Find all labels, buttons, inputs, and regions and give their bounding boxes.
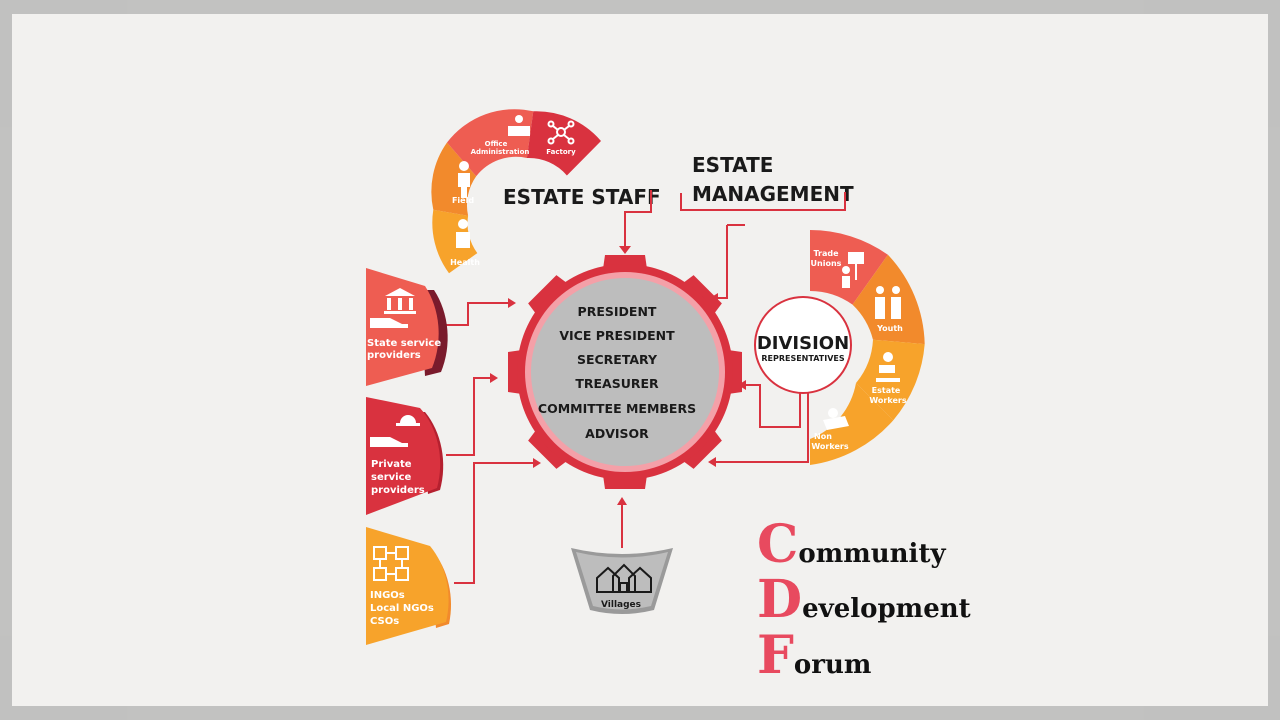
provider-private-line-2: service xyxy=(371,472,412,483)
provider-ngo: INGOs Local NGOs CSOs xyxy=(366,527,452,645)
division-label-non-2: Workers xyxy=(811,442,848,451)
provider-state: State service providers xyxy=(366,268,448,386)
office-desk-icon xyxy=(508,115,530,136)
youth-icon xyxy=(875,286,901,319)
division-circle: DIVISION REPRESENTATIVES xyxy=(754,296,852,394)
division-label-trade-2: Unions xyxy=(811,259,842,268)
government-building-icon xyxy=(370,288,416,328)
villages-label: Villages xyxy=(601,600,641,610)
division-title: DIVISION xyxy=(757,333,849,354)
protest-sign-icon xyxy=(842,252,864,288)
provider-state-line-1: State service xyxy=(367,338,441,349)
nurse-icon xyxy=(456,219,470,248)
role-vice-president: VICE PRESIDENT xyxy=(559,328,675,343)
cdf-title: Community Development Forum xyxy=(757,514,971,686)
cdf-word-forum: Forum xyxy=(757,625,871,686)
role-treasurer: TREASURER xyxy=(575,376,659,391)
worker-icon xyxy=(458,161,470,198)
provider-ngo-line-1: INGOs xyxy=(370,590,405,601)
network-icon xyxy=(547,120,575,145)
estate-staff-label-office-2: Administration xyxy=(471,148,530,156)
cdf-word-community: Community xyxy=(757,514,946,575)
division-label-trade-1: Trade xyxy=(813,249,839,258)
division-label-youth: Youth xyxy=(876,324,903,333)
estate-staff-heading: ESTATE STAFF xyxy=(503,185,661,209)
estate-staff-label-office-1: Office xyxy=(485,140,508,148)
role-committee-members: COMMITTEE MEMBERS xyxy=(538,401,696,416)
estate-management-heading-1: ESTATE xyxy=(692,153,773,177)
construction-icon xyxy=(876,352,900,382)
division-subtitle: REPRESENTATIVES xyxy=(761,354,845,363)
estate-staff-label-field: Field xyxy=(452,196,474,205)
division-arc: Trade Unions Youth Estate Workers Non Wo… xyxy=(810,229,925,465)
division-label-estate-1: Estate xyxy=(872,386,901,395)
committee-gear xyxy=(508,255,742,489)
division-label-estate-2: Workers xyxy=(869,396,906,405)
role-secretary: SECRETARY xyxy=(577,352,658,367)
division-label-non-1: Non xyxy=(814,432,832,441)
gear-center xyxy=(531,278,719,466)
cdf-rest-community: ommunity xyxy=(798,539,946,569)
provider-private-line-1: Private xyxy=(371,459,412,470)
resting-person-icon xyxy=(823,408,849,430)
cdf-rest-development: evelopment xyxy=(802,594,971,624)
cdf-initial-d: D xyxy=(757,569,802,630)
committee-roles: PRESIDENT VICE PRESIDENT SECRETARY TREAS… xyxy=(538,304,696,441)
cdf-initial-f: F xyxy=(757,625,794,686)
estate-management-heading-2: MANAGEMENT xyxy=(692,182,854,206)
estate-staff-segment-office xyxy=(447,109,534,177)
provider-ngo-line-3: CSOs xyxy=(370,616,399,627)
puzzle-network-icon xyxy=(373,546,409,581)
division-segment-non-workers xyxy=(810,383,894,465)
estate-staff-label-health: Health xyxy=(450,258,480,267)
connector-lines xyxy=(441,190,846,584)
hand-hat-icon xyxy=(370,415,420,447)
provider-private-line-3: providers xyxy=(371,485,425,496)
arrowheads xyxy=(490,246,746,505)
provider-ngo-line-2: Local NGOs xyxy=(370,603,434,614)
cdf-rest-forum: orum xyxy=(794,650,871,680)
houses-icon xyxy=(596,563,652,593)
estate-staff-segment-factory xyxy=(526,111,601,176)
estate-staff-arc: Health Field Office Administration Facto… xyxy=(431,109,601,274)
provider-state-line-2: providers xyxy=(367,350,421,361)
villages-block: Villages xyxy=(571,548,673,614)
estate-staff-label-factory: Factory xyxy=(546,148,576,156)
cdf-word-development: Development xyxy=(757,569,971,630)
cdf-initial-c: C xyxy=(757,514,798,575)
role-president: PRESIDENT xyxy=(578,304,657,319)
role-advisor: ADVISOR xyxy=(585,426,649,441)
provider-private-panel xyxy=(366,397,441,515)
division-segment-youth xyxy=(852,254,925,345)
provider-private: Private service providers xyxy=(366,397,444,515)
